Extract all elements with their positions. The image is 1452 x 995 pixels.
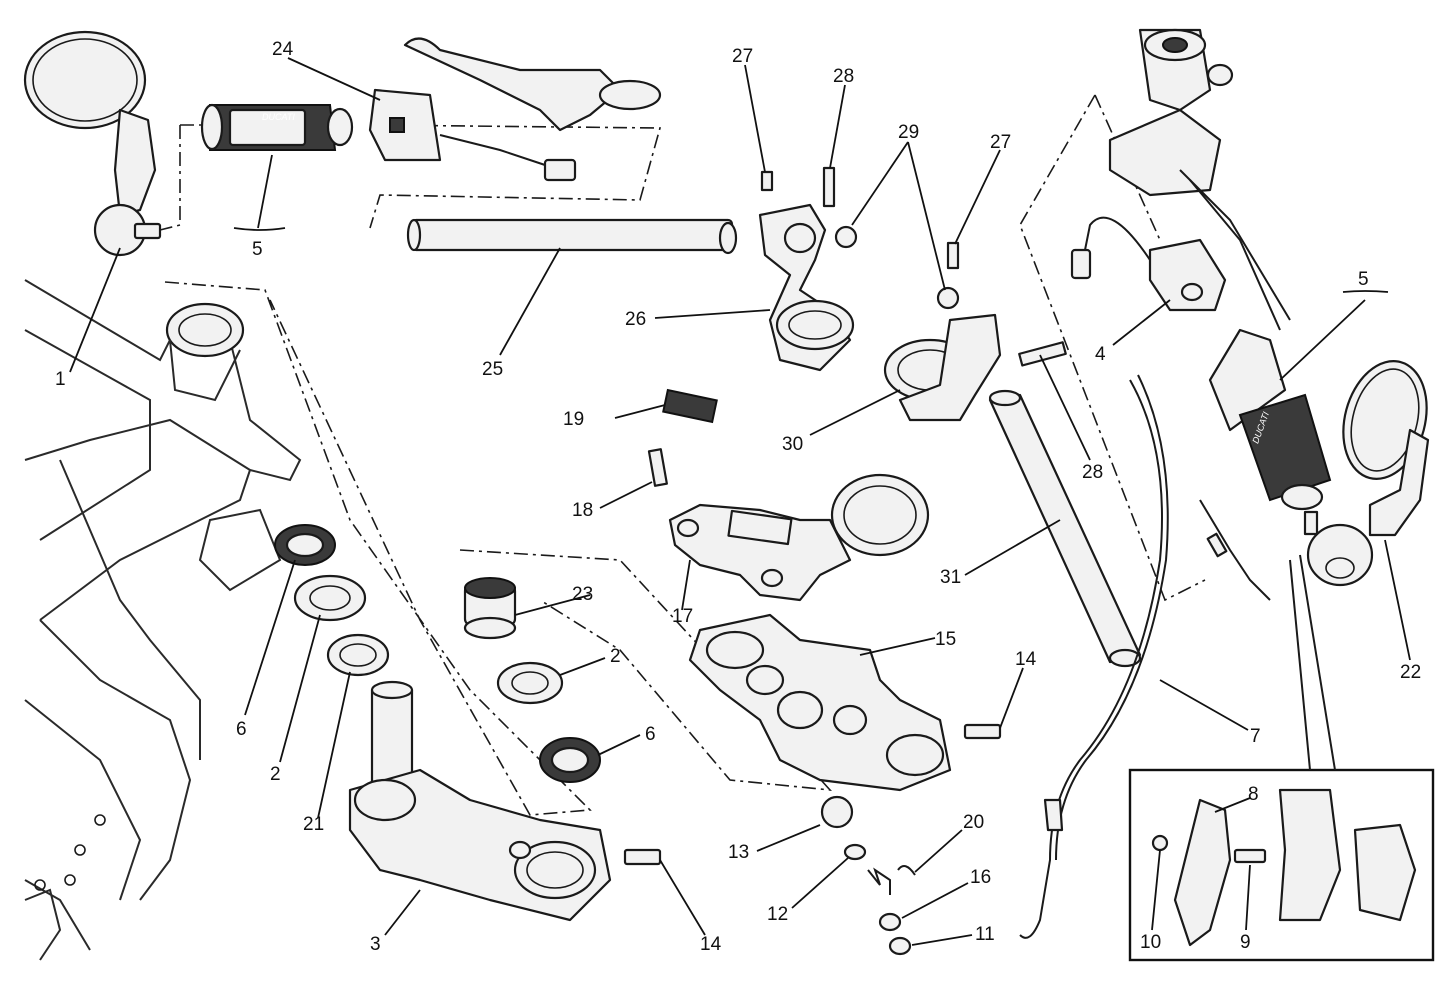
callout-25: 25 xyxy=(482,359,503,380)
callout-2-left: 2 xyxy=(270,764,281,785)
callout-5-left: 5 xyxy=(252,239,263,260)
callout-12: 12 xyxy=(767,904,788,925)
bottom-yoke xyxy=(348,680,662,922)
callout-6-left: 6 xyxy=(236,719,247,740)
inset-detail xyxy=(1128,554,1435,962)
callout-23: 23 xyxy=(572,584,593,605)
top-yoke xyxy=(688,613,1002,792)
callout-14-left: 14 xyxy=(700,934,722,955)
mirror-right xyxy=(1303,360,1430,587)
seal-21 xyxy=(293,574,367,622)
callout-27-left: 27 xyxy=(732,46,753,67)
callout-7: 7 xyxy=(1250,726,1261,747)
callout-27-right: 27 xyxy=(990,132,1011,153)
callout-4: 4 xyxy=(1095,344,1106,365)
switch-right xyxy=(1070,216,1227,312)
handlebar-tube-left xyxy=(406,218,738,255)
callout-30: 30 xyxy=(782,434,803,455)
callout-5-right: 5 xyxy=(1358,269,1369,290)
leader-lines xyxy=(69,57,1411,946)
brake-master-cylinder xyxy=(1108,28,1291,331)
callout-labels: 1 5 24 25 26 27 28 29 27 28 30 4 5 22 7 … xyxy=(55,39,1421,955)
clutch-lever xyxy=(403,37,662,132)
handlebar-clamp-left xyxy=(758,166,858,372)
callout-1: 1 xyxy=(55,369,66,390)
callout-6-right: 6 xyxy=(645,724,656,745)
callout-3: 3 xyxy=(370,934,381,955)
callout-21: 21 xyxy=(303,814,324,835)
callout-15: 15 xyxy=(935,629,956,650)
nut-23 xyxy=(463,577,517,640)
callout-24: 24 xyxy=(272,39,294,60)
switch-left xyxy=(368,88,577,182)
callout-16: 16 xyxy=(970,867,991,888)
label-sticker xyxy=(662,388,718,424)
mirror-left xyxy=(23,30,162,257)
callout-28-top: 28 xyxy=(833,66,854,87)
callout-20: 20 xyxy=(963,812,984,833)
callout-2-right: 2 xyxy=(610,646,621,667)
callout-17: 17 xyxy=(672,606,693,627)
callout-13: 13 xyxy=(728,842,749,863)
grip-left: DUCATI xyxy=(200,103,354,151)
grip-brand-text-left: DUCATI xyxy=(262,112,295,122)
small-parts xyxy=(820,795,916,956)
callout-22: 22 xyxy=(1400,662,1421,683)
handlebar-tube-right xyxy=(988,389,1142,668)
instrument-bracket xyxy=(647,448,930,602)
grip-right: DUCATI xyxy=(1208,328,1332,511)
callout-10: 10 xyxy=(1140,932,1161,953)
throttle-cable xyxy=(1019,374,1271,939)
callout-19: 19 xyxy=(563,409,584,430)
callout-18: 18 xyxy=(572,500,593,521)
bearing-6-left xyxy=(274,524,336,566)
ring-2-right xyxy=(496,661,564,705)
callout-11: 11 xyxy=(975,924,995,945)
ring-2-left xyxy=(326,633,390,677)
callout-28-right: 28 xyxy=(1082,462,1103,483)
callout-14-right: 14 xyxy=(1015,649,1037,670)
motorcycle-frame xyxy=(24,279,302,961)
callout-26: 26 xyxy=(625,309,646,330)
callout-8: 8 xyxy=(1248,784,1259,805)
callout-9: 9 xyxy=(1240,932,1251,953)
callout-31: 31 xyxy=(940,567,961,588)
handlebar-clamp-right xyxy=(883,241,1067,422)
callout-29: 29 xyxy=(898,122,919,143)
bearing-6-right xyxy=(539,737,601,783)
